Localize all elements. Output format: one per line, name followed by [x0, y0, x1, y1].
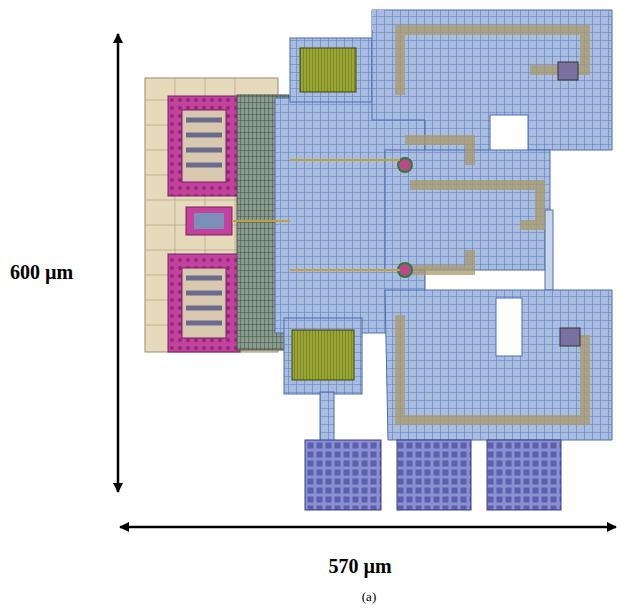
dimension-label: 570 µm: [326, 555, 393, 577]
subfigure-label: (a): [360, 590, 378, 604]
dimension-label: 600 µm: [8, 261, 75, 283]
